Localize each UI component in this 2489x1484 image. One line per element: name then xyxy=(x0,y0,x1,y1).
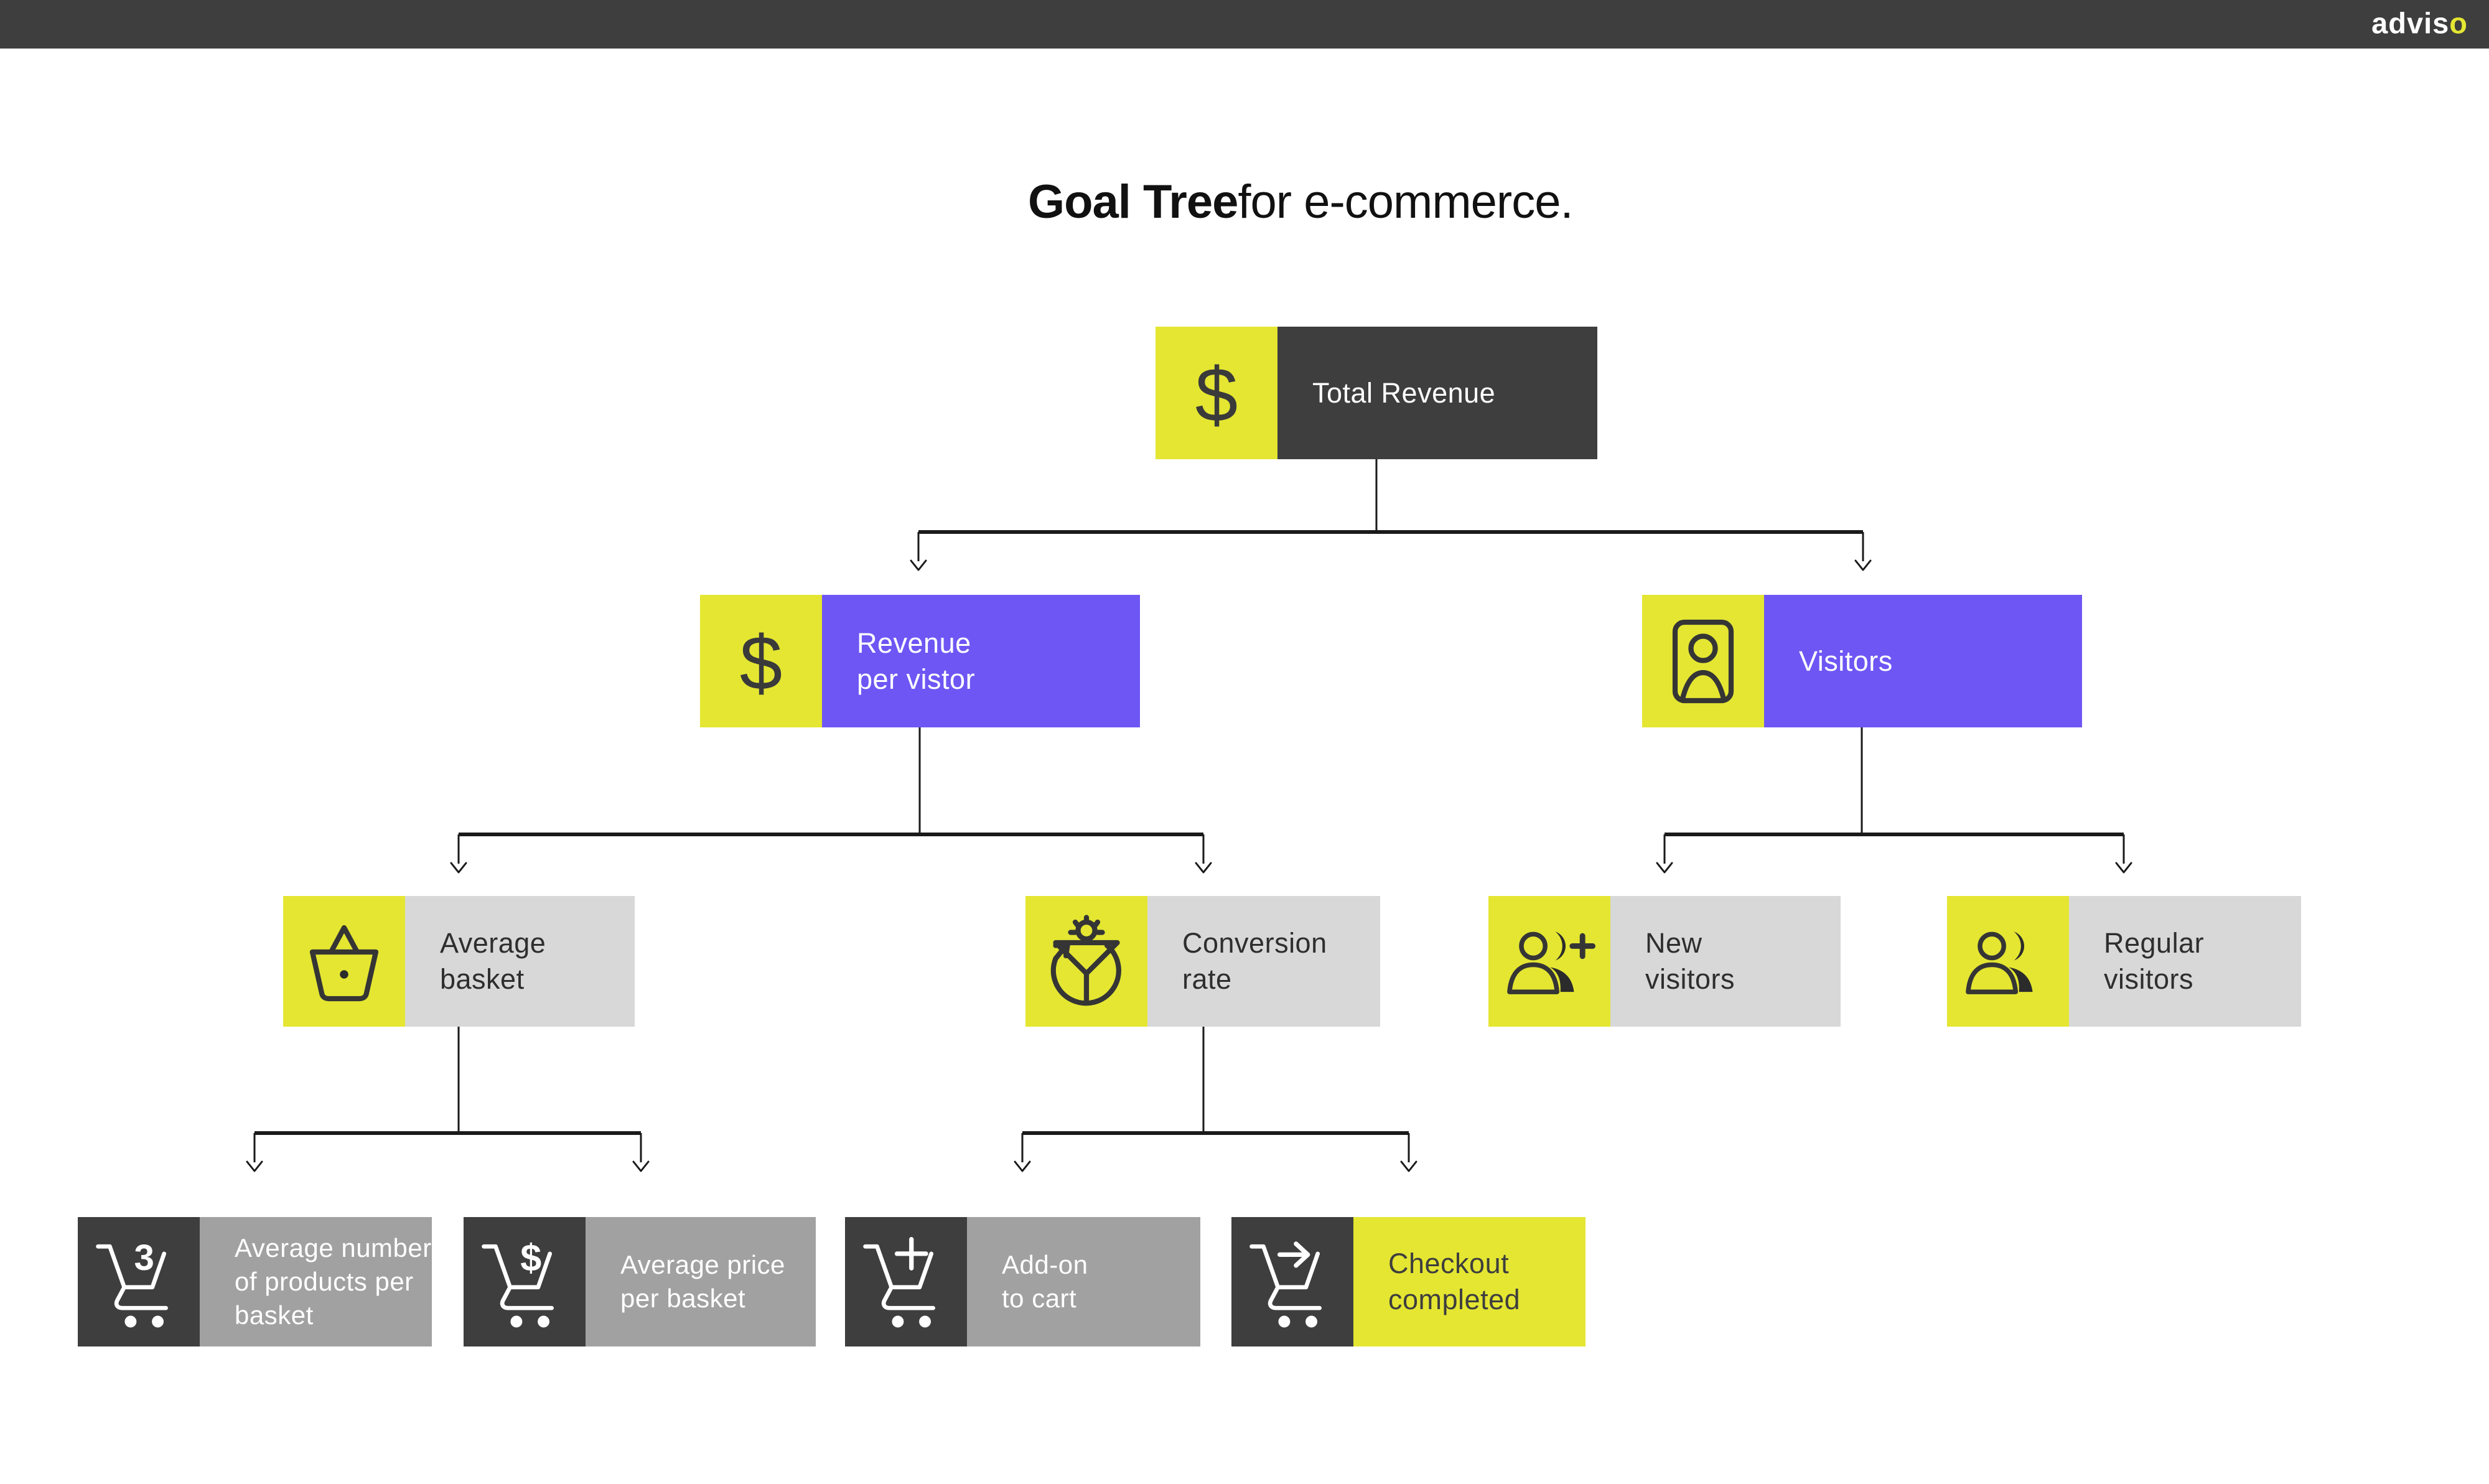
node-addon-to-cart: Add-on to cart xyxy=(845,1217,1200,1346)
node-checkout-completed: Checkout completed xyxy=(1231,1217,1585,1346)
adviso-logo-text: advis xyxy=(2371,6,2450,40)
cart-dollar-icon: $ xyxy=(464,1217,586,1346)
node-total-revenue: $ Total Revenue xyxy=(1156,327,1597,459)
cart-arrow-icon xyxy=(1231,1217,1353,1346)
page-title-bold: Goal Tree xyxy=(1028,175,1238,228)
adviso-logo-accent: o xyxy=(2449,6,2468,40)
node-avg-price-per-basket: $ Average price per basket xyxy=(464,1217,816,1346)
node-new-visitors-label: New visitors xyxy=(1645,927,1735,995)
node-regular-visitors-label: Regular visitors xyxy=(2104,927,2205,995)
dollar-icon: $ xyxy=(700,595,822,727)
svg-text:$: $ xyxy=(1195,353,1238,438)
svg-text:3: 3 xyxy=(134,1238,154,1278)
node-avg-price-per-basket-label: Average price per basket xyxy=(620,1250,785,1313)
page-title-regular: for e-commerce. xyxy=(1238,175,1573,228)
adviso-logo: adviso xyxy=(2371,6,2468,40)
node-avg-products-per-basket-label: Average number of products per basket xyxy=(235,1233,432,1330)
node-visitors: Visitors xyxy=(1642,595,2082,727)
svg-text:$: $ xyxy=(740,621,782,706)
top-bar: adviso xyxy=(0,0,2489,49)
person-card-icon xyxy=(1642,595,1764,727)
people-icon xyxy=(1947,896,2069,1027)
node-revenue-per-visitor-label: Revenue per vistor xyxy=(857,627,976,695)
cart-plus-icon xyxy=(845,1217,967,1346)
node-new-visitors: New visitors xyxy=(1488,896,1841,1027)
node-regular-visitors: Regular visitors xyxy=(1947,896,2301,1027)
node-conversion-rate-label: Conversion rate xyxy=(1182,927,1327,995)
node-conversion-rate: Conversion rate xyxy=(1025,896,1380,1027)
node-checkout-completed-label: Checkout completed xyxy=(1388,1248,1521,1315)
node-addon-to-cart-label: Add-on to cart xyxy=(1002,1250,1088,1313)
page-title: Goal Treefor e-commerce. xyxy=(1028,175,1574,229)
node-visitors-label: Visitors xyxy=(1799,645,1893,677)
node-average-basket-label: Average basket xyxy=(440,927,546,995)
node-avg-products-per-basket: 3 Average number of products per basket xyxy=(78,1217,432,1346)
basket-icon xyxy=(283,896,405,1027)
dollar-icon: $ xyxy=(1156,327,1277,459)
node-total-revenue-label: Total Revenue xyxy=(1312,376,1496,409)
people-plus-icon xyxy=(1488,896,1610,1027)
cart-3-icon: 3 xyxy=(78,1217,200,1346)
node-revenue-per-visitor: $ Revenue per vistor xyxy=(700,595,1140,727)
svg-text:$: $ xyxy=(520,1237,541,1279)
node-average-basket: Average basket xyxy=(283,896,635,1027)
funnel-icon xyxy=(1025,896,1147,1027)
